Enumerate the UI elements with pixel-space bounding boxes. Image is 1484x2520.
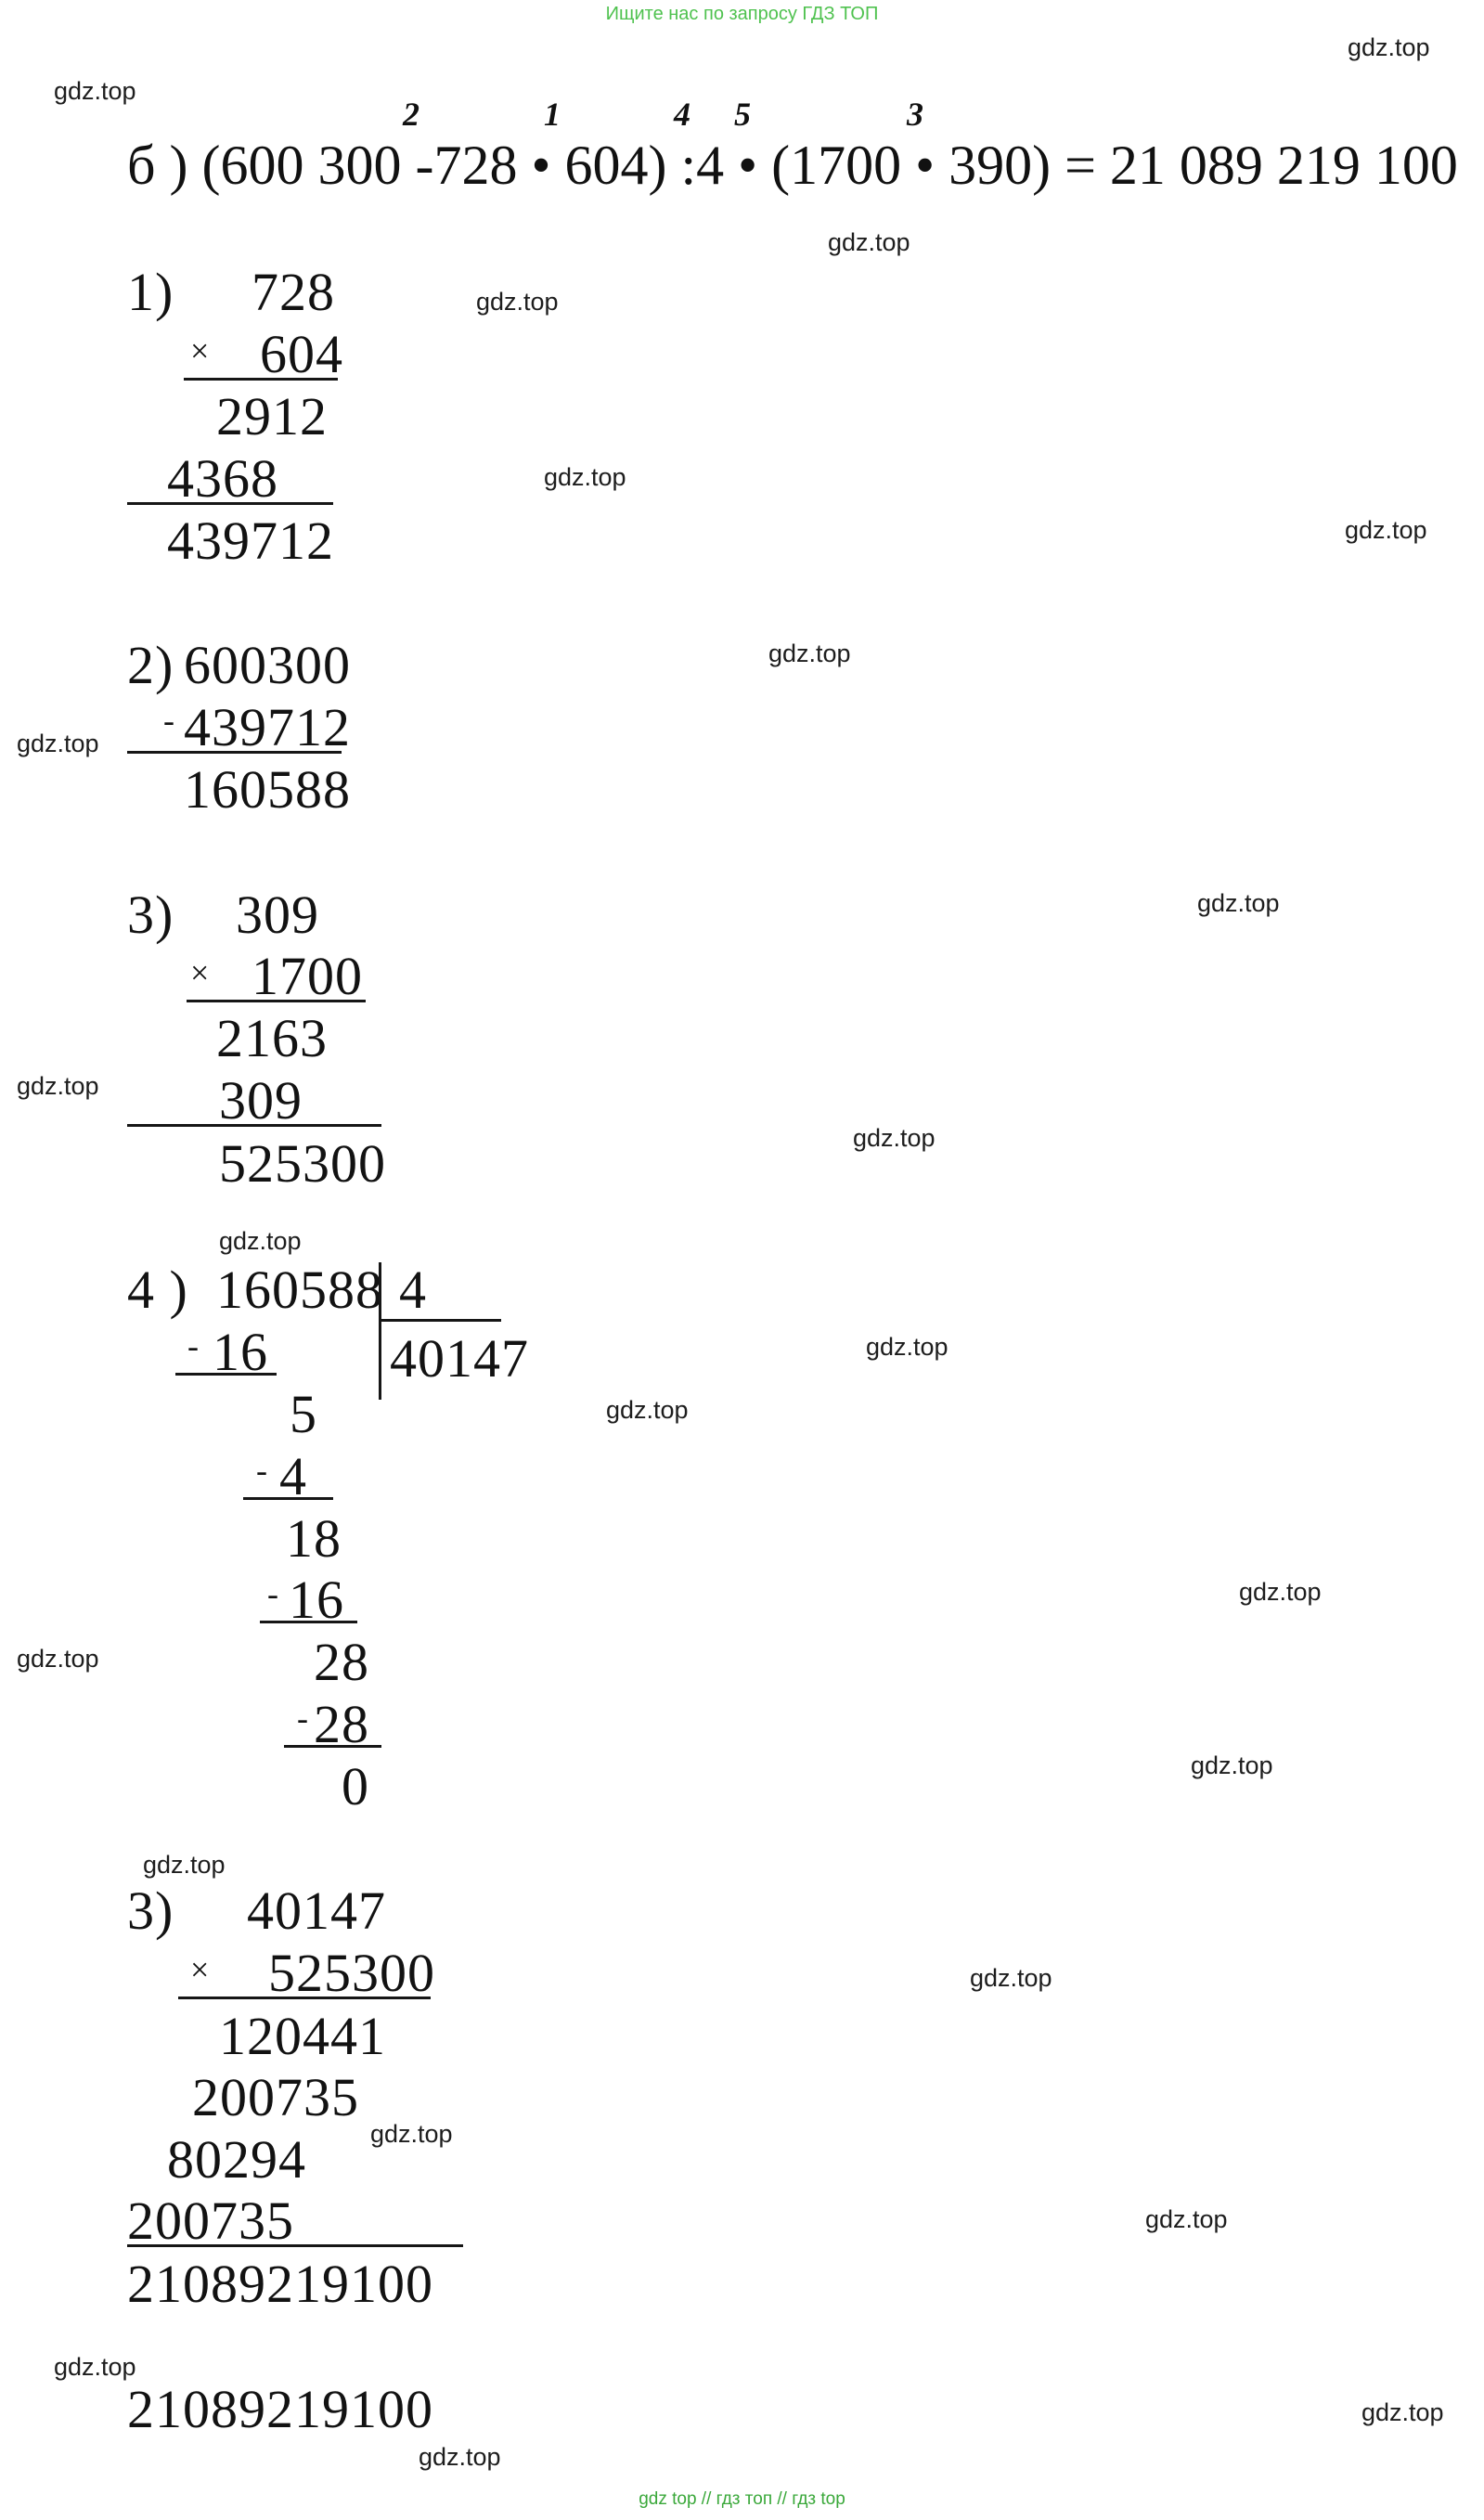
step4-division-bar-horizontal <box>379 1319 501 1322</box>
step4-sub4: 28 <box>314 1694 369 1754</box>
watermark: gdz.top <box>1361 2398 1444 2426</box>
watermark: gdz.top <box>17 1072 99 1100</box>
step1-rule-2 <box>127 502 333 505</box>
step1-multiply-sign: × <box>190 332 210 369</box>
equation-line: б ) (600 300 -728 • 604) :4 • (1700 • 39… <box>127 135 1458 196</box>
step2-label: 2) <box>127 635 174 695</box>
step3-result: 525300 <box>219 1133 386 1194</box>
step5-multiplicand: 40147 <box>247 1880 386 1941</box>
step4-sub3-sign: - <box>267 1575 278 1612</box>
watermark: gdz.top <box>828 228 910 256</box>
watermark: gdz.top <box>1345 516 1427 544</box>
watermark: gdz.top <box>1191 1751 1273 1779</box>
step5-partial-4: 200735 <box>127 2190 294 2251</box>
step5-multiply-sign: × <box>190 1951 210 1988</box>
watermark: gdz.top <box>54 77 136 105</box>
step4-quotient: 40147 <box>390 1328 529 1389</box>
watermark: gdz.top <box>853 1124 936 1152</box>
watermark: gdz.top <box>1145 2205 1228 2233</box>
step4-rule-4 <box>284 1745 381 1748</box>
watermark: gdz.top <box>1197 889 1280 917</box>
step2-result: 160588 <box>184 759 351 820</box>
step4-division-bar-vertical <box>379 1262 381 1400</box>
step5-label: 3) <box>127 1880 174 1941</box>
watermark: gdz.top <box>606 1396 689 1424</box>
step1-label: 1) <box>127 262 174 322</box>
step3-multiply-sign: × <box>190 954 210 991</box>
step4-rule-2 <box>243 1497 333 1500</box>
order-mark-3: 3 <box>907 96 923 133</box>
order-mark-5: 5 <box>734 96 751 133</box>
step5-multiplier: 525300 <box>268 1943 435 2003</box>
watermark: gdz.top <box>370 2120 453 2148</box>
step1-multiplicand: 728 <box>252 262 335 322</box>
step4-sub1-sign: - <box>187 1327 199 1364</box>
watermark: gdz.top <box>476 288 559 316</box>
step4-rem4: 0 <box>342 1756 369 1816</box>
step3-partial-2: 309 <box>219 1070 303 1131</box>
step5-partial-1: 120441 <box>219 2006 386 2066</box>
watermark: gdz.top <box>143 1851 226 1879</box>
watermark: gdz.top <box>1239 1578 1322 1606</box>
step1-partial-1: 2912 <box>216 386 328 446</box>
watermark: gdz.top <box>219 1227 302 1255</box>
step4-dividend: 160588 <box>216 1260 383 1320</box>
watermark: gdz.top <box>17 1645 99 1673</box>
watermark: gdz.top <box>544 463 626 491</box>
step4-rem1: 5 <box>290 1384 317 1444</box>
watermark: gdz.top <box>54 2353 136 2381</box>
step3-rule-2 <box>127 1124 381 1127</box>
step5-rule-2 <box>127 2244 463 2247</box>
order-mark-2: 2 <box>403 96 419 133</box>
step5-rule-1 <box>178 1997 431 1999</box>
step4-sub1: 16 <box>213 1322 268 1382</box>
step4-label: 4 ) <box>127 1260 188 1320</box>
step4-divisor: 4 <box>399 1260 427 1320</box>
step4-sub2: 4 <box>279 1446 307 1506</box>
step1-result: 439712 <box>167 510 334 571</box>
bottom-banner: gdz top // гдз топ // гдз top <box>639 2489 845 2509</box>
step4-sub3: 16 <box>289 1570 344 1630</box>
watermark: gdz.top <box>866 1333 948 1361</box>
watermark: gdz.top <box>970 1964 1052 1992</box>
watermark: gdz.top <box>768 640 851 667</box>
step2-subtrahend: 439712 <box>184 697 351 757</box>
step4-rule-3 <box>260 1621 357 1623</box>
step1-multiplier: 604 <box>260 324 343 384</box>
step5-partial-2: 200735 <box>192 2067 359 2127</box>
step3-rule-1 <box>187 1000 366 1002</box>
step1-rule-1 <box>184 378 338 381</box>
order-mark-4: 4 <box>674 96 690 133</box>
watermark: gdz.top <box>17 730 99 757</box>
step5-partial-3: 80294 <box>167 2129 306 2190</box>
order-mark-1: 1 <box>544 96 561 133</box>
step4-sub4-sign: - <box>297 1699 308 1737</box>
step4-sub2-sign: - <box>256 1452 267 1489</box>
final-answer: 21089219100 <box>127 2379 433 2439</box>
step4-rem3: 28 <box>314 1632 369 1692</box>
watermark: gdz.top <box>1348 33 1430 61</box>
step4-rem2: 18 <box>286 1508 342 1569</box>
step2-minus-sign: - <box>163 702 174 739</box>
step3-partial-1: 2163 <box>216 1008 328 1068</box>
step1-partial-2: 4368 <box>167 448 278 509</box>
step4-rule-1 <box>175 1373 277 1376</box>
step3-multiplicand: 309 <box>236 885 319 945</box>
watermark: gdz.top <box>419 2443 501 2471</box>
step5-result: 21089219100 <box>127 2254 433 2314</box>
step3-multiplier: 1700 <box>252 946 363 1006</box>
step2-minuend: 600300 <box>184 635 351 695</box>
top-banner: Ищите нас по запросу ГДЗ ТОП <box>605 4 879 24</box>
step3-label: 3) <box>127 885 174 945</box>
step2-rule <box>127 751 342 754</box>
